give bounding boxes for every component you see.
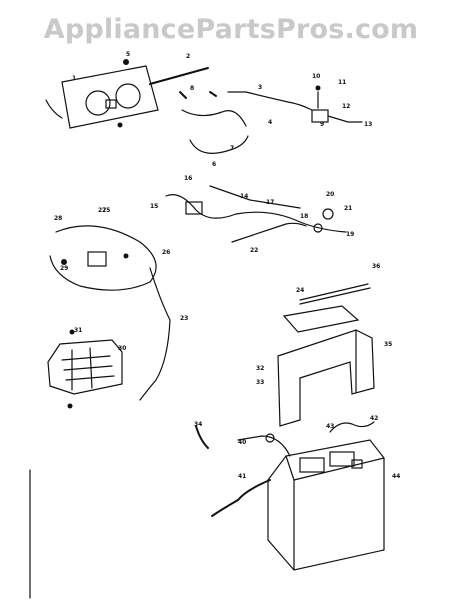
switch-assembly[interactable]: [49, 225, 157, 291]
callout-11: 11: [338, 79, 346, 86]
callout-21: 21: [344, 205, 352, 212]
callout-25: 25: [102, 207, 110, 214]
callout-9: 9: [320, 121, 324, 128]
callout-31: 31: [74, 327, 82, 334]
callout-42: 42: [370, 415, 378, 422]
callout-34: 34: [194, 421, 202, 428]
callout-26: 26: [162, 249, 170, 256]
battery-box[interactable]: [277, 329, 375, 427]
battery-cables[interactable]: [195, 421, 375, 517]
callout-18: 18: [300, 213, 308, 220]
middle-harness[interactable]: [165, 185, 347, 243]
callout-14: 14: [240, 193, 248, 200]
callout-32: 32: [256, 365, 264, 372]
callout-7: 7: [230, 145, 234, 152]
upper-harness[interactable]: [179, 91, 313, 154]
hold-down-plate[interactable]: [282, 283, 371, 333]
callout-4: 4: [268, 119, 272, 126]
callout-41: 41: [238, 473, 246, 480]
callout-29: 29: [60, 265, 68, 272]
watermark: AppliancePartsPros.com: [43, 14, 419, 45]
callout-2: 2: [186, 53, 190, 60]
callout-1: 1: [72, 75, 76, 82]
lead-wire[interactable]: [139, 267, 171, 401]
callout-22: 22: [250, 247, 258, 254]
callout-40: 40: [238, 439, 246, 446]
callout-6: 6: [212, 161, 216, 168]
callout-8: 8: [190, 85, 194, 92]
instrument-panel[interactable]: [45, 59, 209, 129]
callout-labels: 1 2 3 4 5 6 7 8 9 10 11 12 13 14 15 16 1…: [54, 51, 400, 480]
callout-33: 33: [256, 379, 264, 386]
ignition-switch[interactable]: [311, 85, 363, 123]
callout-10: 10: [312, 73, 320, 80]
callout-44: 44: [392, 473, 400, 480]
callout-15: 15: [150, 203, 158, 210]
callout-23: 23: [180, 315, 188, 322]
callout-43: 43: [326, 423, 334, 430]
callout-16: 16: [184, 175, 192, 182]
rectifier[interactable]: [47, 329, 123, 409]
callout-30: 30: [118, 345, 126, 352]
battery[interactable]: [267, 439, 385, 571]
callout-24: 24: [296, 287, 304, 294]
callout-28: 28: [54, 215, 62, 222]
callout-5: 5: [126, 51, 130, 58]
callout-12: 12: [342, 103, 350, 110]
callout-27: 27: [98, 207, 106, 214]
callout-17: 17: [266, 199, 274, 206]
callout-19: 19: [346, 231, 354, 238]
callout-35: 35: [384, 341, 392, 348]
callout-20: 20: [326, 191, 334, 198]
callout-13: 13: [364, 121, 372, 128]
callout-3: 3: [258, 84, 262, 91]
callout-36: 36: [372, 263, 380, 270]
